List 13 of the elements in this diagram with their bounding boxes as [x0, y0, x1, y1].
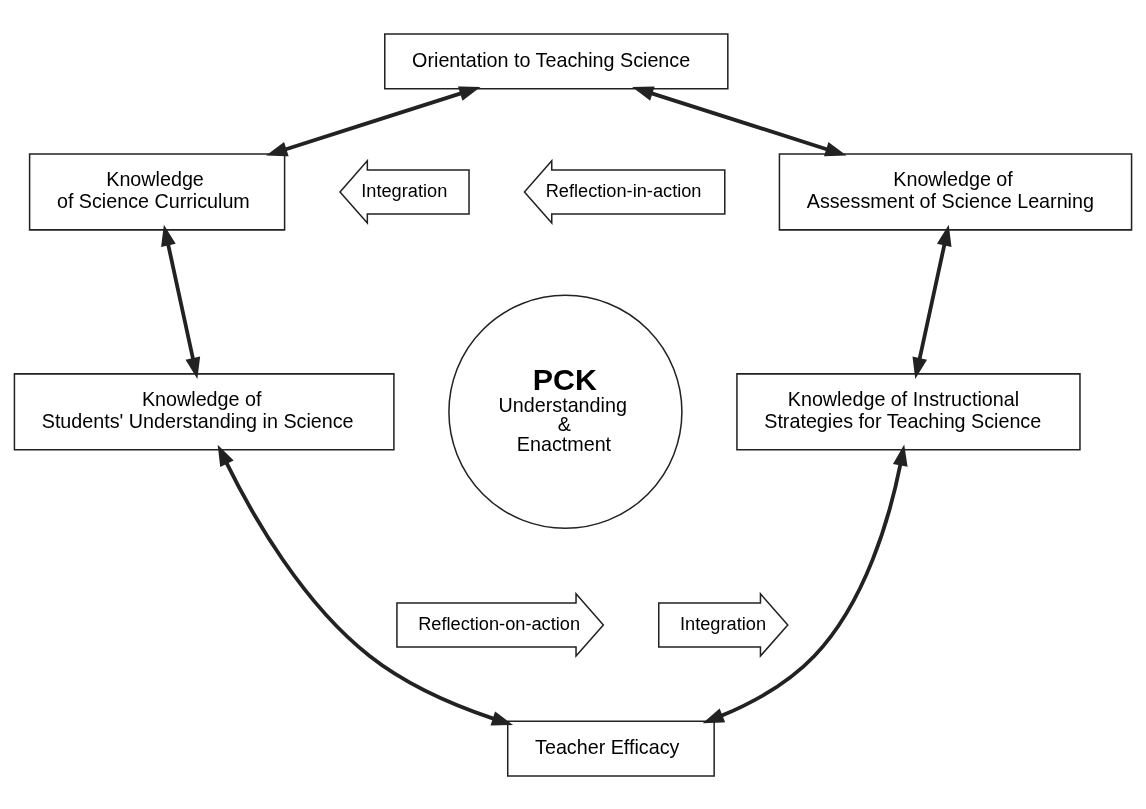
node-circle: PCK Understanding & Enactment	[448, 294, 683, 529]
arrow	[217, 444, 514, 726]
arrow	[161, 224, 201, 379]
arrow	[912, 224, 952, 379]
arrow	[632, 86, 847, 156]
node-box: Knowledge of Students' Understanding in Science	[13, 372, 395, 451]
node-box: Knowledge of Instructional Strategies for Teaching Science	[736, 372, 1081, 451]
node-box: Knowledge of Science Curriculum	[28, 152, 286, 231]
node-box: Teacher Efficacy	[506, 720, 715, 777]
arrow	[266, 86, 481, 156]
node-box: Orientation to Teaching Science	[384, 32, 729, 89]
node-box: Knowledge of Assessment of Science Learning	[778, 152, 1133, 231]
arrow	[702, 443, 908, 723]
